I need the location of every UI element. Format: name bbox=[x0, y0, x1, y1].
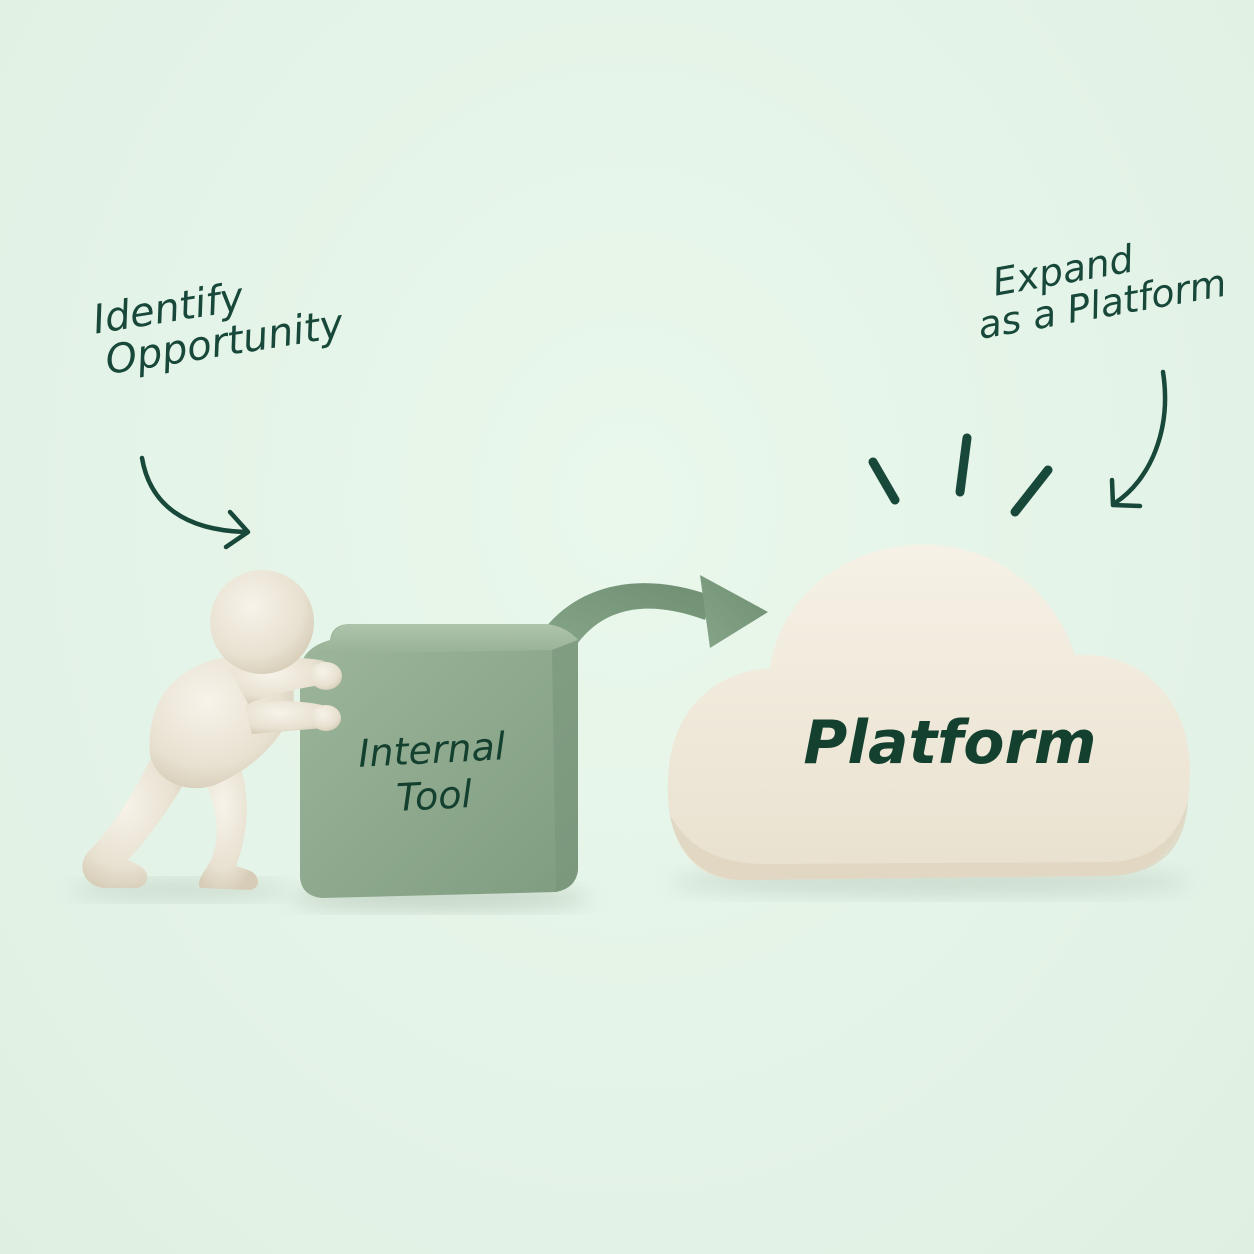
curved-arrow-icon bbox=[545, 575, 768, 650]
platform-label: Platform bbox=[803, 708, 1097, 778]
internal-tool-box bbox=[300, 624, 578, 898]
expand-arrow-icon bbox=[1109, 369, 1168, 509]
identify-arrow-icon bbox=[139, 455, 251, 550]
platform-cloud bbox=[667, 544, 1190, 880]
internal-tool-label: Internal Tool bbox=[316, 722, 550, 825]
burst-lines-icon bbox=[868, 433, 1053, 517]
person-pushing-icon bbox=[82, 570, 342, 890]
